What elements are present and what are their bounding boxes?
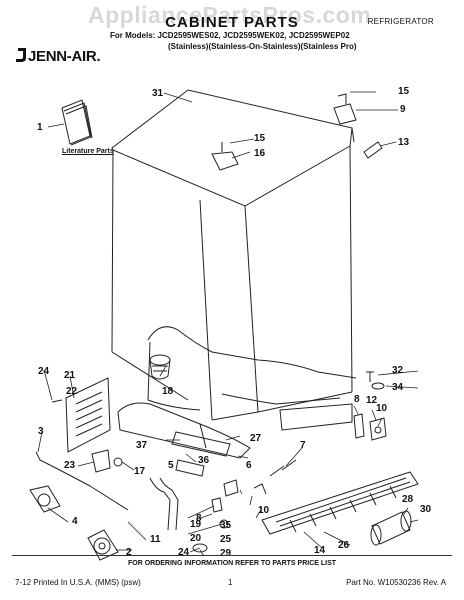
callout-31: 31: [152, 88, 164, 99]
part-number: Part No. W10530236 Rev. A: [346, 578, 446, 587]
right-leveling-bracket: [353, 413, 387, 441]
callout-37: 37: [136, 440, 148, 451]
footer-divider: [12, 555, 452, 556]
callout-14: 14: [314, 545, 326, 556]
callout-11: 11: [150, 534, 161, 545]
callout-26: 26: [338, 540, 350, 551]
front-wheel-assembly: [29, 485, 119, 561]
front-grille: [261, 471, 419, 535]
callout-17: 17: [134, 466, 146, 477]
models-line: For Models: JCD2595WES02, JCD2595WEK02, …: [110, 31, 350, 40]
callout-24a: 24: [38, 366, 50, 377]
callout-32: 32: [392, 365, 404, 376]
leader-lines: [37, 91, 419, 557]
tube: [35, 451, 129, 511]
page-title: CABINET PARTS: [165, 14, 299, 31]
rear-roller: [370, 510, 412, 546]
callout-21: 21: [64, 370, 76, 381]
callout-12: 12: [366, 395, 378, 406]
callout-4: 4: [72, 516, 78, 527]
callout-29: 29: [220, 548, 232, 559]
brand-logo-icon: [16, 48, 26, 62]
callout-5: 5: [168, 460, 174, 471]
callout-36: 36: [198, 455, 210, 466]
hardware-screws: [192, 371, 385, 553]
callout-35: 35: [220, 520, 232, 531]
drain-tube: [149, 477, 179, 531]
callout-34: 34: [392, 382, 404, 393]
brand-logo: JENN-AIR.: [28, 48, 101, 65]
callout-9: 9: [400, 104, 406, 115]
literature-booklet: [61, 99, 93, 146]
callout-19: 19: [190, 519, 202, 530]
callout-3: 3: [38, 426, 44, 437]
callout-13: 13: [398, 137, 410, 148]
top-hinge-parts: [211, 93, 383, 171]
cabinet-body: [111, 89, 357, 431]
finishes-line: (Stainless)(Stainless-On-Stainless)(Stai…: [168, 42, 357, 51]
callout-28: 28: [402, 494, 414, 505]
ordering-note: FOR ORDERING INFORMATION REFER TO PARTS …: [127, 560, 337, 567]
callout-27: 27: [250, 433, 262, 444]
callout-8a: 8: [354, 394, 360, 405]
drain-cup: [149, 354, 171, 380]
callout-6: 6: [246, 460, 252, 471]
lower-hinge: [91, 449, 123, 473]
callout-10a: 10: [376, 403, 388, 414]
callout-22: 22: [66, 386, 78, 397]
callout-15b: 15: [254, 133, 266, 144]
callout-23: 23: [64, 460, 76, 471]
literature-parts-label: Literature Parts: [62, 148, 114, 155]
callout-7: 7: [300, 440, 306, 451]
callout-24b: 24: [178, 547, 190, 558]
document-type: REFRIGERATOR: [367, 17, 434, 26]
callout-18: 18: [162, 386, 174, 397]
print-info: 7-12 Printed In U.S.A. (MMS) (psw): [15, 578, 141, 587]
callout-30: 30: [420, 504, 432, 515]
page-number: 1: [228, 578, 233, 587]
callout-20: 20: [190, 533, 202, 544]
callout-15a: 15: [398, 86, 410, 97]
callout-1: 1: [37, 122, 43, 133]
callout-2: 2: [126, 547, 132, 558]
callout-8b: 8: [196, 513, 202, 524]
callout-25: 25: [220, 534, 232, 545]
watermark-text: AppliancePartsPros.com: [88, 2, 372, 28]
left-side-panel: [51, 377, 111, 453]
callout-10b: 10: [258, 505, 270, 516]
callout-16: 16: [254, 148, 266, 159]
